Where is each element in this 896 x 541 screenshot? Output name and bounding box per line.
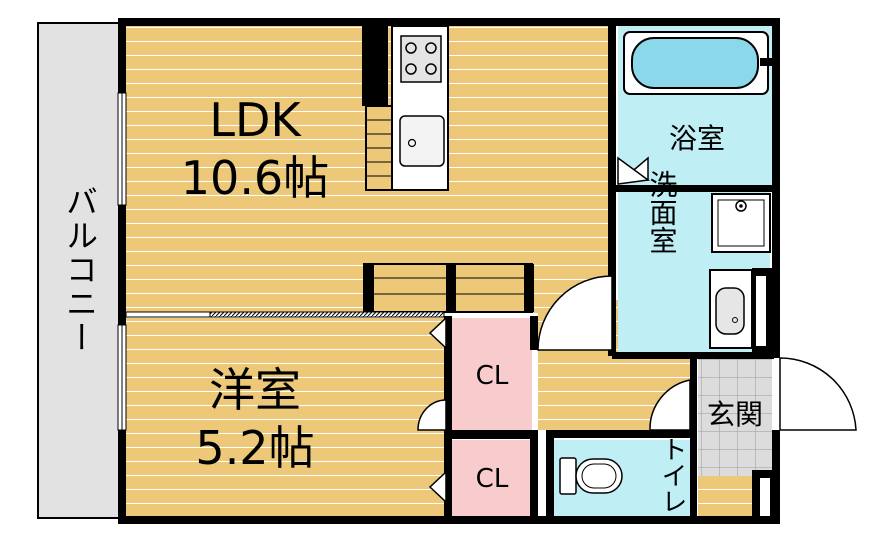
- window-ldk: [117, 92, 127, 206]
- kitchen-shelf: [365, 105, 393, 191]
- western-room-label: 洋室: [209, 363, 301, 417]
- door-swings: [417, 156, 857, 431]
- entrance-floor: [698, 358, 772, 476]
- stove-icon: [400, 35, 442, 83]
- window-western: [117, 324, 127, 431]
- washroom-label: 洗面室: [646, 170, 679, 254]
- entrance-label: 玄関: [707, 398, 763, 431]
- ldk-label: LDK: [209, 93, 302, 147]
- closet-door-markers: [428, 316, 447, 504]
- balcony: バルコニー: [37, 22, 121, 519]
- closet-2: [452, 440, 532, 516]
- bathtub-icon: [623, 31, 772, 95]
- sink-icon: [399, 115, 445, 167]
- western-room-size-label: 5.2帖: [195, 421, 314, 475]
- ldk-size-label: 10.6帖: [181, 151, 329, 205]
- bath-label: 浴室: [669, 122, 725, 155]
- toilet-icon: [559, 457, 623, 495]
- closet-1-label: CL: [476, 361, 509, 391]
- storage-shelf: [363, 263, 534, 313]
- toilet-label: トイレ: [657, 436, 687, 514]
- sliding-partition: [125, 311, 445, 318]
- balcony-label: バルコニー: [61, 185, 99, 355]
- kitchen-counter: [391, 25, 449, 191]
- closet-2-label: CL: [476, 464, 509, 494]
- vanity-icon: [709, 269, 753, 349]
- washing-machine-icon: [711, 193, 771, 253]
- closet-1: [452, 318, 532, 430]
